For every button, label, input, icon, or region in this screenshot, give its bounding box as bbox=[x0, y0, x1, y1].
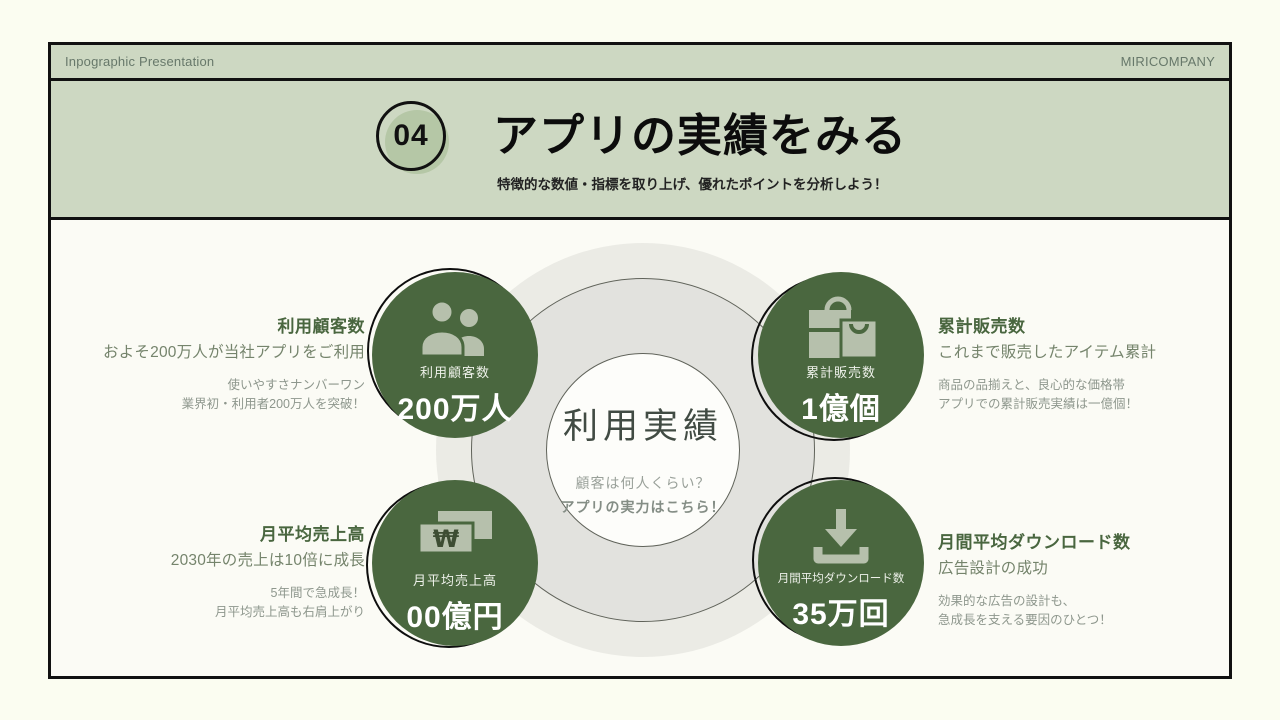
stat-label: 月平均売上高 bbox=[412, 573, 497, 588]
stat-fill: ₩ 月平均売上高 00億円 bbox=[372, 480, 538, 646]
stat-fill: 月間平均ダウンロード数 35万回 bbox=[758, 480, 924, 646]
block-subheading: これまで販売したアイテム累計 bbox=[938, 344, 1157, 361]
presentation-type-label: Inpographic Presentation bbox=[65, 54, 215, 69]
slide: Inpographic Presentation MIRICOMPANY 04 … bbox=[48, 42, 1232, 679]
block-subheading: およそ200万人が当社アプリをご利用 bbox=[103, 344, 365, 361]
text-block-monthly-downloads: 月間平均ダウンロード数 広告設計の成功 効果的な広告の設計も、 急成長を支える要… bbox=[938, 528, 1258, 630]
center-text: 利用実績 顧客は何人くらい？ アプリの実力はこちら！ bbox=[493, 398, 793, 517]
note-line: 効果的な広告の設計も、 bbox=[938, 594, 1076, 608]
block-notes: 効果的な広告の設計も、 急成長を支える要因のひとつ！ bbox=[938, 592, 1258, 630]
stat-fill: 累計販売数 1億個 bbox=[758, 272, 924, 438]
title-band: 04 アプリの実績をみる 特徴的な数値・指標を取り上げ、優れたポイントを分析しよ… bbox=[51, 81, 1229, 220]
note-line: 月平均売上高も右肩上がり bbox=[214, 604, 365, 619]
text-block-monthly-revenue: 月平均売上高 2030年の売上は10倍に成長 5年間で急成長！ 月平均売上高も右… bbox=[45, 520, 365, 622]
block-heading: 月間平均ダウンロード数 bbox=[938, 533, 1131, 552]
header-bar: Inpographic Presentation MIRICOMPANY bbox=[51, 45, 1229, 81]
stat-circle-total-sales: 累計販売数 1億個 bbox=[751, 272, 924, 441]
block-subheading: 広告設計の成功 bbox=[938, 560, 1048, 577]
stat-label: 利用顧客数 bbox=[419, 365, 490, 380]
page-subtitle: 特徴的な数値・指標を取り上げ、優れたポイントを分析しよう！ bbox=[497, 177, 888, 192]
shopping-bags-icon bbox=[801, 296, 881, 360]
stat-value: 35万回 bbox=[792, 598, 890, 631]
stat-circle-monthly-downloads: 月間平均ダウンロード数 35万回 bbox=[752, 477, 924, 646]
stat-value: 200万人 bbox=[397, 393, 513, 426]
stat-value: 1億個 bbox=[801, 393, 881, 426]
company-name: MIRICOMPANY bbox=[1120, 54, 1215, 69]
note-line: 急成長を支える要因のひとつ！ bbox=[938, 612, 1112, 627]
block-heading: 月平均売上高 bbox=[260, 525, 365, 544]
center-title: 利用実績 bbox=[562, 407, 723, 446]
section-number-badge: 04 bbox=[376, 101, 452, 177]
banknotes-icon: ₩ bbox=[414, 504, 496, 566]
people-icon bbox=[416, 296, 494, 358]
stat-circle-monthly-revenue: ₩ 月平均売上高 00億円 bbox=[366, 480, 538, 648]
note-line: 使いやすさナンバーワン bbox=[227, 378, 365, 392]
inner-circle bbox=[546, 353, 740, 547]
stat-fill: 利用顧客数 200万人 bbox=[372, 272, 538, 438]
content-area: 利用実績 顧客は何人くらい？ アプリの実力はこちら！ 利用顧客数 200万人 bbox=[51, 220, 1229, 682]
svg-text:₩: ₩ bbox=[433, 525, 460, 553]
block-heading: 累計販売数 bbox=[938, 317, 1026, 336]
stat-label: 月間平均ダウンロード数 bbox=[777, 573, 905, 585]
page-title: アプリの実績をみる bbox=[493, 110, 908, 161]
block-notes: 商品の品揃えと、良心的な価格帯 アプリでの累計販売実績は一億個！ bbox=[938, 376, 1258, 414]
text-block-total-sales: 累計販売数 これまで販売したアイテム累計 商品の品揃えと、良心的な価格帯 アプリ… bbox=[938, 312, 1258, 414]
note-line: 業界初・利用者200万人を突破！ bbox=[181, 396, 365, 411]
block-subheading: 2030年の売上は10倍に成長 bbox=[170, 552, 365, 569]
block-notes: 5年間で急成長！ 月平均売上高も右肩上がり bbox=[45, 584, 365, 622]
download-icon bbox=[806, 504, 876, 566]
note-line: 5年間で急成長！ bbox=[270, 586, 365, 600]
center-caption-line2: アプリの実力はこちら！ bbox=[560, 499, 726, 515]
stat-label: 累計販売数 bbox=[805, 365, 876, 380]
badge-ring: 04 bbox=[376, 101, 446, 171]
stat-value: 00億円 bbox=[406, 601, 504, 634]
block-notes: 使いやすさナンバーワン 業界初・利用者200万人を突破！ bbox=[45, 376, 365, 414]
text-block-customers: 利用顧客数 およそ200万人が当社アプリをご利用 使いやすさナンバーワン 業界初… bbox=[45, 312, 365, 414]
stat-circle-customers: 利用顧客数 200万人 bbox=[367, 268, 538, 438]
block-heading: 利用顧客数 bbox=[277, 317, 365, 336]
center-caption-line1: 顧客は何人くらい？ bbox=[575, 475, 711, 491]
note-line: 商品の品揃えと、良心的な価格帯 bbox=[938, 378, 1126, 392]
note-line: アプリでの累計販売実績は一億個！ bbox=[938, 396, 1139, 411]
